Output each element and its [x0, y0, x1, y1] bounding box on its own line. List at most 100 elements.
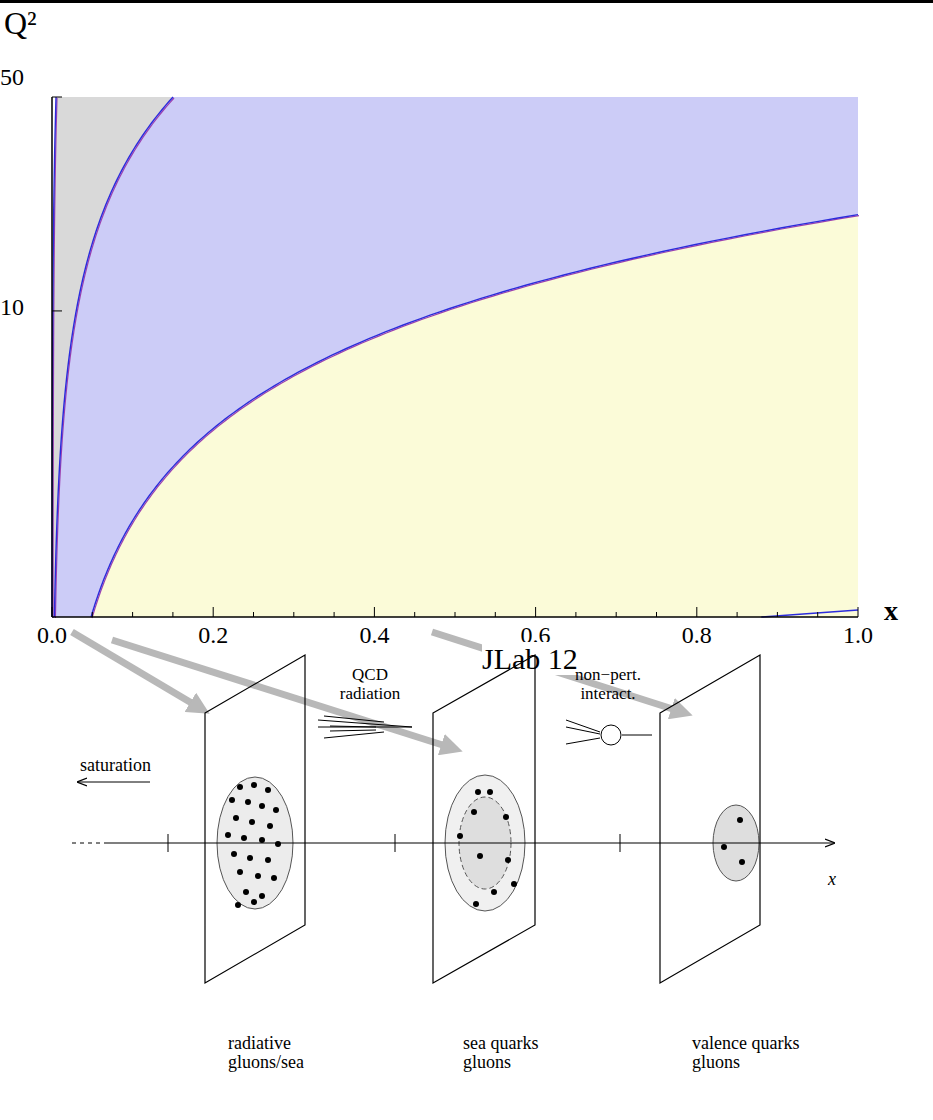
eic-region: [54, 97, 858, 617]
momentum-axis: [104, 842, 834, 843]
axis-tick: [620, 834, 621, 852]
tick-label: 0.2: [183, 622, 243, 648]
panel-shape: [660, 655, 760, 983]
panel-shape: [433, 655, 535, 983]
x-tick: [52, 607, 53, 617]
x-tick: [575, 612, 576, 617]
axis-tick: [395, 834, 396, 852]
x-tick: [817, 612, 818, 617]
parton-dot: [259, 803, 265, 809]
x-tick: [374, 607, 375, 617]
parton-dot: [251, 899, 257, 905]
parton-dot: [503, 814, 509, 820]
parton-dot: [265, 857, 271, 863]
radiation-symbol: [324, 716, 384, 722]
annotation: non−pert. interact.: [558, 666, 658, 703]
x-tick: [293, 612, 294, 617]
annotation: x: [828, 870, 858, 890]
y-tick: [52, 97, 62, 98]
parton-dot: [237, 869, 243, 875]
parton-dot: [259, 837, 265, 843]
tick-label: 0.4: [344, 622, 404, 648]
parton-dot: [739, 859, 745, 865]
interaction-symbol: [566, 738, 600, 744]
parton-dot: [271, 875, 277, 881]
panel-shape: [205, 655, 305, 983]
tick-label: 0.8: [667, 622, 727, 648]
boundary-curve: [54, 97, 173, 617]
tick-label: 50: [0, 64, 46, 90]
x-tick: [858, 607, 859, 617]
tick-label: 0.0: [22, 622, 82, 648]
parton-dot: [273, 807, 279, 813]
saturation-arrow: [78, 782, 150, 783]
x-tick: [495, 612, 496, 617]
pointer-arrow: [112, 640, 452, 748]
parton-dot: [243, 889, 249, 895]
parton-dot: [255, 873, 261, 879]
parton-dot: [245, 799, 251, 805]
parton-dot: [473, 901, 479, 907]
parton-dot: [241, 835, 247, 841]
parton-dot: [235, 902, 241, 908]
x-tick: [253, 612, 254, 617]
annotation: x: [884, 596, 924, 627]
x-tick: [696, 607, 697, 617]
interaction-symbol: [601, 725, 621, 745]
tick-label: 10: [0, 294, 46, 320]
boundary-curve: [92, 216, 859, 618]
panel-caption: sea quarks gluons: [463, 1034, 581, 1072]
boundary-curve: [761, 610, 858, 617]
parton-dot: [231, 851, 237, 857]
parton-dot: [737, 817, 743, 823]
pointer-arrow: [72, 632, 200, 708]
x-slice-panel: radiative gluons/sea: [195, 650, 380, 1076]
boundary-curve: [52, 97, 56, 617]
interaction-symbol: [622, 735, 652, 736]
parton-dot: [233, 815, 239, 821]
parton-dot: [275, 841, 281, 847]
top-bar: [0, 0, 933, 3]
x-tick: [455, 612, 456, 617]
pointer-arrow: [432, 632, 682, 712]
x-slice-panel: valence quarks gluons: [652, 650, 837, 1076]
panel-outline: [425, 650, 610, 990]
x-tick: [656, 612, 657, 617]
radiation-symbol: [318, 727, 412, 728]
panel-caption: radiative gluons/sea: [228, 1034, 346, 1072]
panel-outline: [195, 650, 380, 990]
parton-dot: [477, 853, 483, 859]
x-tick: [92, 612, 93, 617]
x-tick: [616, 612, 617, 617]
parton-dot: [505, 857, 511, 863]
parton-dot: [249, 819, 255, 825]
parton-dot: [491, 889, 497, 895]
x-slice-panel: sea quarks gluons: [425, 650, 610, 1076]
parton-dot: [265, 787, 271, 793]
x-tick: [213, 607, 214, 617]
tick-label: 1.0: [828, 622, 888, 648]
boundary-curve: [91, 215, 858, 617]
parton-dot: [259, 893, 265, 899]
annotation: QCD radiation: [325, 666, 415, 703]
y-tick: [52, 310, 62, 311]
parton-dot: [267, 823, 273, 829]
radiation-symbol: [330, 730, 376, 731]
parton-dot: [237, 784, 243, 790]
parton-dot: [471, 809, 477, 815]
boundary-curve: [55, 98, 174, 618]
x-tick: [535, 607, 536, 617]
axis-tick: [168, 834, 169, 852]
high-energy-region: [52, 97, 858, 617]
jlab-region: [91, 215, 858, 617]
parton-dot: [511, 881, 517, 887]
parton-dot: [251, 782, 257, 788]
parton-dot: [247, 855, 253, 861]
axis-title: Q²: [4, 6, 64, 41]
x-tick: [334, 612, 335, 617]
x-tick: [414, 612, 415, 617]
x-tick: [172, 612, 173, 617]
